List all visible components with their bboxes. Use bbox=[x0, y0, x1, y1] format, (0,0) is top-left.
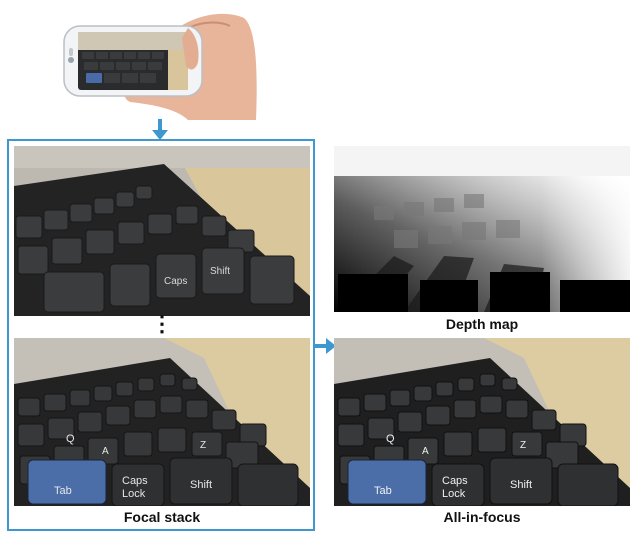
svg-text:Caps: Caps bbox=[122, 475, 148, 487]
svg-text:Q: Q bbox=[66, 433, 75, 445]
phone-photo bbox=[58, 8, 258, 120]
svg-text:Shift: Shift bbox=[210, 266, 230, 277]
svg-text:A: A bbox=[102, 446, 109, 457]
focal-stack-image-2: Tab Caps Lock Shift Q A Z bbox=[14, 338, 310, 506]
svg-text:Shift: Shift bbox=[510, 479, 532, 491]
svg-text:Lock: Lock bbox=[442, 488, 466, 500]
arrow-down-icon bbox=[152, 119, 168, 140]
depth-map-image bbox=[334, 146, 630, 312]
svg-text:Z: Z bbox=[200, 440, 206, 451]
svg-text:Q: Q bbox=[386, 433, 395, 445]
focal-stack-frame bbox=[7, 139, 315, 531]
depth-map-caption: Depth map bbox=[445, 316, 519, 332]
focal-stack-image-1: Caps Shift bbox=[14, 146, 310, 316]
svg-text:Caps: Caps bbox=[442, 475, 468, 487]
focal-stack-caption: Focal stack bbox=[123, 509, 201, 525]
svg-text:Tab: Tab bbox=[374, 485, 392, 497]
all-in-focus-caption: All-in-focus bbox=[443, 509, 521, 525]
svg-text:Z: Z bbox=[520, 440, 526, 451]
arrow-right-icon bbox=[315, 338, 336, 354]
svg-text:Lock: Lock bbox=[122, 488, 146, 500]
svg-text:A: A bbox=[422, 446, 429, 457]
stack-ellipsis: ⋮ bbox=[151, 311, 173, 336]
svg-text:Tab: Tab bbox=[54, 485, 72, 497]
all-in-focus-image: Tab Caps Lock Shift Q A Z bbox=[334, 338, 630, 506]
svg-text:Shift: Shift bbox=[190, 479, 212, 491]
caps-key-label: Caps bbox=[164, 276, 187, 287]
